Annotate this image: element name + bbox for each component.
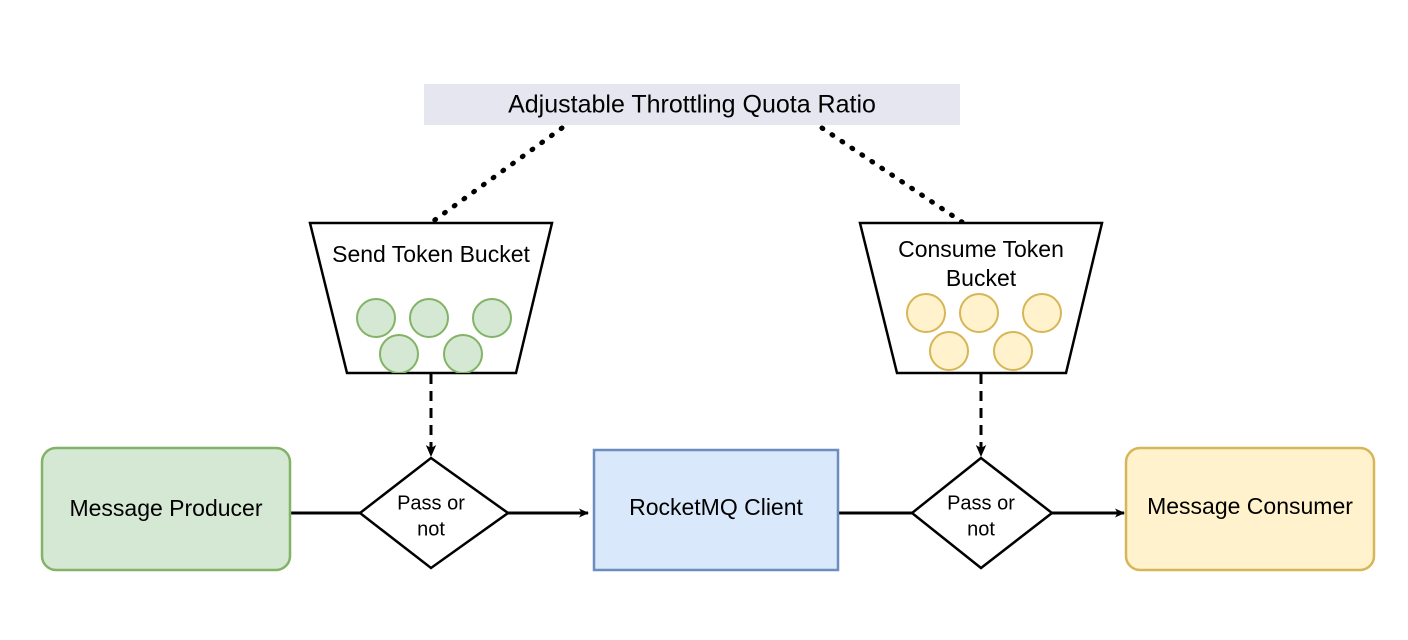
token-circle [472,298,512,338]
consume-pass-or-not-decision[interactable]: Pass or not [909,456,1055,570]
message-producer-box[interactable] [40,446,292,572]
consume-token-bucket-label-line2: Bucket [946,265,1017,291]
consume-token-bucket: Consume Token Bucket [858,221,1104,375]
token-circle [993,331,1033,371]
message-consumer-box[interactable] [1124,446,1376,572]
connector-banner-to-send-bucket [429,125,565,225]
title-banner-rect [424,84,960,125]
message-consumer-label: Message Consumer [1147,493,1353,519]
send-token-bucket-label: Send Token Bucket [332,241,530,267]
token-circle [409,298,449,338]
consume-pass-or-not-label-line2: not [967,518,995,540]
consume-token-bucket-label-line1: Consume Token [898,236,1064,262]
send-pass-or-not-shape[interactable] [357,456,511,570]
consume-pass-or-not-shape[interactable] [909,456,1055,570]
consume-pass-or-not-label-line1: Pass or [947,492,1015,514]
message-producer-label: Message Producer [69,495,262,521]
send-pass-or-not-decision[interactable]: Pass or not [357,456,511,570]
token-circle [356,298,396,338]
token-circle [906,293,946,333]
rocketmq-client-box[interactable] [592,448,840,572]
send-token-bucket: Send Token Bucket [308,221,554,375]
connector-banner-to-consume-bucket [819,125,965,225]
rocketmq-client[interactable]: RocketMQ Client [592,448,840,572]
consume-token-bucket-tokens [906,293,1062,371]
token-circle [959,293,999,333]
token-circle [1022,293,1062,333]
title-banner: Adjustable Throttling Quota Ratio [424,84,960,125]
message-producer[interactable]: Message Producer [40,446,292,572]
rocketmq-client-label: RocketMQ Client [629,494,803,520]
token-circle [443,334,483,373]
title-banner-label: Adjustable Throttling Quota Ratio [508,91,876,119]
token-circle [379,334,419,373]
token-circle [929,331,969,371]
send-token-bucket-tokens [356,298,512,373]
send-pass-or-not-label-line1: Pass or [397,492,465,514]
message-consumer[interactable]: Message Consumer [1124,446,1376,572]
send-pass-or-not-label-line2: not [417,518,445,540]
